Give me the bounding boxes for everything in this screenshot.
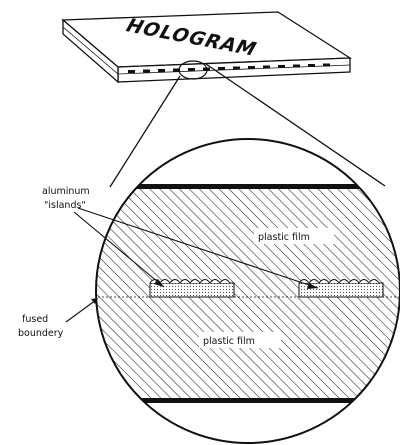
aluminum-arrowhead-right (307, 283, 318, 289)
magnifier-callout-ellipse (178, 60, 208, 80)
aluminum-island-right (298, 279, 384, 298)
aluminum-leader-left (73, 211, 165, 288)
hologram-chip: HOLOGRAM (61, 11, 353, 84)
top-band (96, 184, 400, 189)
projection-line-left (109, 75, 181, 188)
bottom-band (96, 398, 400, 403)
fused-label-line2: boundery (18, 328, 64, 339)
plastic-film-top-label: plastic film (258, 232, 310, 243)
plastic-film-bottom-label: plastic film (203, 336, 255, 347)
aluminum-label-line2: "islands" (44, 200, 86, 211)
aluminum-island-left (149, 279, 235, 298)
cross-section-circle-outline (95, 138, 400, 444)
projection-line-right (205, 63, 386, 187)
magnified-cross-section (95, 138, 400, 444)
aluminum-leader-right (77, 207, 319, 289)
fused-label-line1: fused (22, 314, 48, 325)
chip-front-islands (128, 63, 330, 73)
aluminum-label-line1: aluminum (42, 186, 90, 197)
fused-boundary-callout: fused boundery (18, 298, 98, 339)
aluminum-arrowhead-left (154, 279, 164, 287)
aluminum-islands-callout: aluminum "islands" (42, 186, 319, 289)
fused-arrowhead (91, 298, 98, 304)
fused-leader (65, 299, 97, 323)
